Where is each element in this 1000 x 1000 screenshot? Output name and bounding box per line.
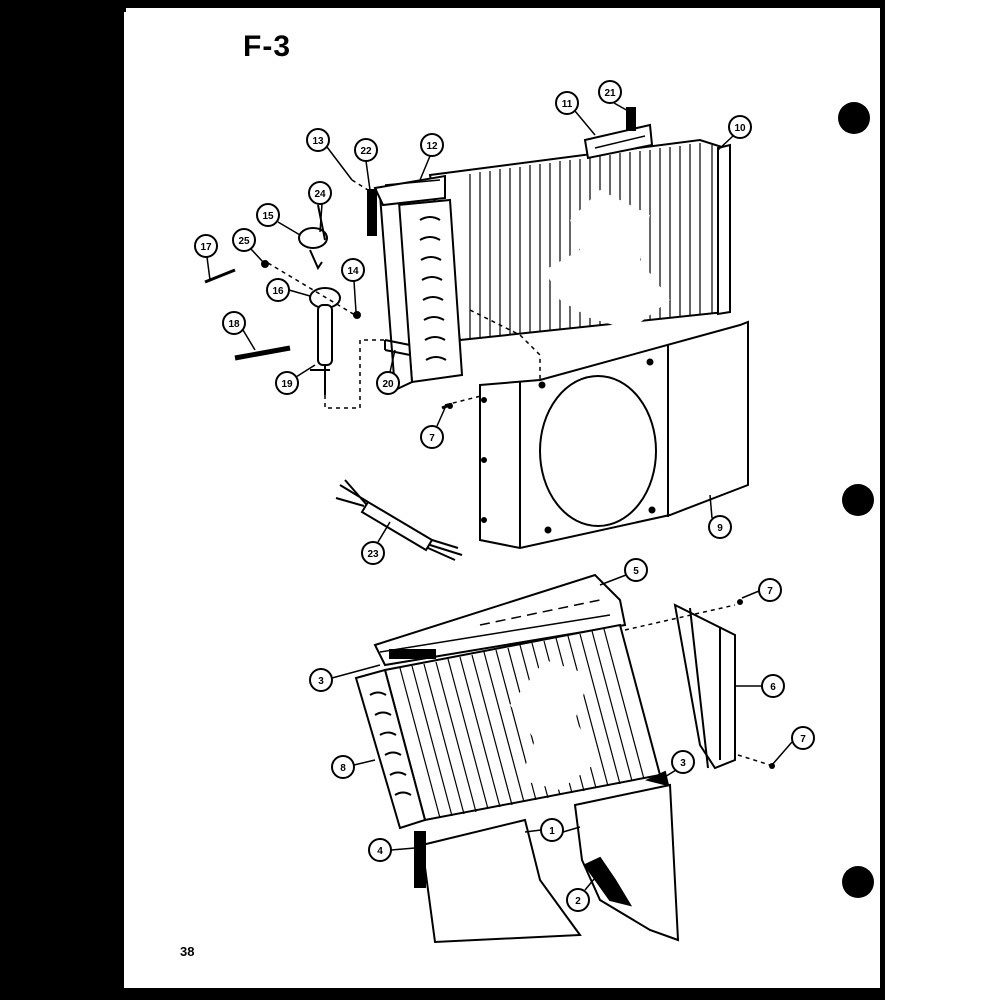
binder-hole-bottom [842,866,874,898]
callout-10: 10 [734,123,746,134]
callout-6: 6 [770,682,776,693]
side-panel-6 [673,603,736,770]
callout-12: 12 [426,141,438,152]
shroud-9 [441,320,749,550]
callout-7b: 7 [767,586,773,597]
callout-24: 24 [314,189,326,200]
callout-3a: 3 [318,676,324,687]
screw-icons [447,403,775,769]
callout-15: 15 [262,211,274,222]
refrigerant-components [204,204,411,395]
callout-11: 11 [562,99,573,110]
binder-hole-top [838,102,870,134]
callout-23: 23 [367,549,379,560]
callout-leaders [206,102,793,891]
callout-5: 5 [633,566,639,577]
page-title: F-3 [243,30,291,63]
callout-25: 25 [238,236,250,247]
page-number: 38 [180,944,195,959]
callout-4: 4 [377,846,383,857]
callout-18: 18 [228,319,240,330]
binder-hole-middle [842,484,874,516]
callout-13: 13 [312,136,324,147]
callout-bubbles [194,80,815,912]
callout-1: 1 [549,826,555,837]
callout-7a: 7 [429,433,435,444]
callout-22: 22 [360,146,372,157]
evaporator-coil-8 [354,623,662,830]
lower-leader-lines [624,604,771,766]
wire-harness-23 [335,479,463,561]
assembly-leader-lines [267,179,541,409]
callout-9: 9 [717,523,723,534]
front-panels-1 [414,770,680,944]
callout-16: 16 [272,286,284,297]
top-cover-5 [373,573,627,667]
callout-7c: 7 [800,734,806,745]
callout-21: 21 [604,88,616,99]
callout-2: 2 [575,896,581,907]
shroud-brackets [367,107,654,236]
callout-3b: 3 [680,758,686,769]
callout-20: 20 [382,379,394,390]
callout-19: 19 [281,379,293,390]
callout-17: 17 [200,242,212,253]
callout-8: 8 [340,763,346,774]
callout-14: 14 [347,266,359,277]
